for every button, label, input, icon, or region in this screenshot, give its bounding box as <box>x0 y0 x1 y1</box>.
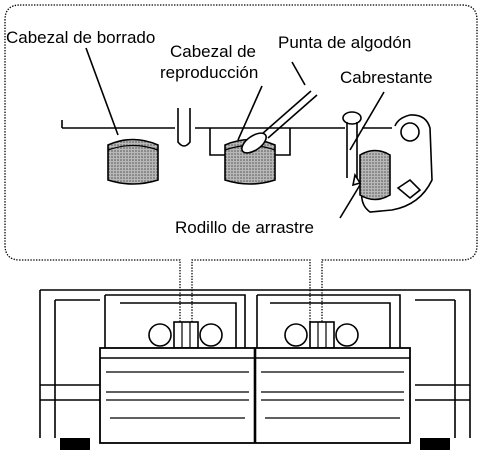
tape-guide <box>177 108 191 147</box>
cassette-well-left <box>104 294 246 349</box>
deck-feet <box>60 438 450 450</box>
cassette-well-right <box>256 294 401 349</box>
label-pinch-roller: Rodillo de arrastre <box>175 218 314 237</box>
leader-lines <box>85 47 385 219</box>
label-playback-head-line1: Cabezal de <box>170 42 256 61</box>
capstan <box>342 111 362 178</box>
label-playback-head-line2: reproducción <box>160 63 258 82</box>
label-capstan: Cabrestante <box>340 68 433 87</box>
label-cotton-swab: Punta de algodón <box>278 33 411 52</box>
playback-head <box>209 128 291 185</box>
cassette-doors <box>99 347 411 444</box>
pinch-roller-assembly <box>359 114 433 213</box>
erase-head <box>107 138 159 185</box>
label-erase-head: Cabezal de borrado <box>6 28 155 47</box>
cotton-swab <box>241 90 318 154</box>
tape-deck-body <box>39 289 471 438</box>
